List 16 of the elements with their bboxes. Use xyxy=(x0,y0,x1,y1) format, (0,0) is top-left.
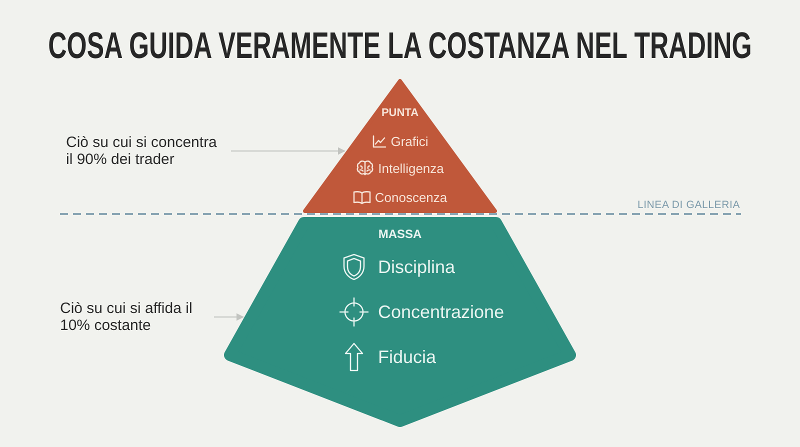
arrow xyxy=(231,147,346,155)
pyramid-tip-triangle xyxy=(303,78,497,213)
item-label: Concentrazione xyxy=(378,302,504,322)
pyramid-base-pentagon xyxy=(224,217,576,427)
item-label: Grafici xyxy=(390,134,428,148)
annotation-text: Ciò su cui si concentra il 90% dei trader xyxy=(66,134,223,168)
item-label: Fiducia xyxy=(378,346,436,368)
title: COSA GUIDA VERAMENTE LA COSTANZA NEL TRADING xyxy=(48,27,752,65)
arrow xyxy=(214,313,244,321)
item-label: Disciplina xyxy=(378,256,456,278)
section-heading: PUNTA xyxy=(381,107,419,119)
annotation-text: Ciò su cui si affida il 10% costante xyxy=(60,300,206,334)
item-label: Intelligenza xyxy=(378,160,444,176)
waterline-label: LINEA DI GALLERIA xyxy=(637,199,740,211)
section-heading: MASSA xyxy=(378,227,422,241)
item-label: Conoscenza xyxy=(374,190,448,204)
